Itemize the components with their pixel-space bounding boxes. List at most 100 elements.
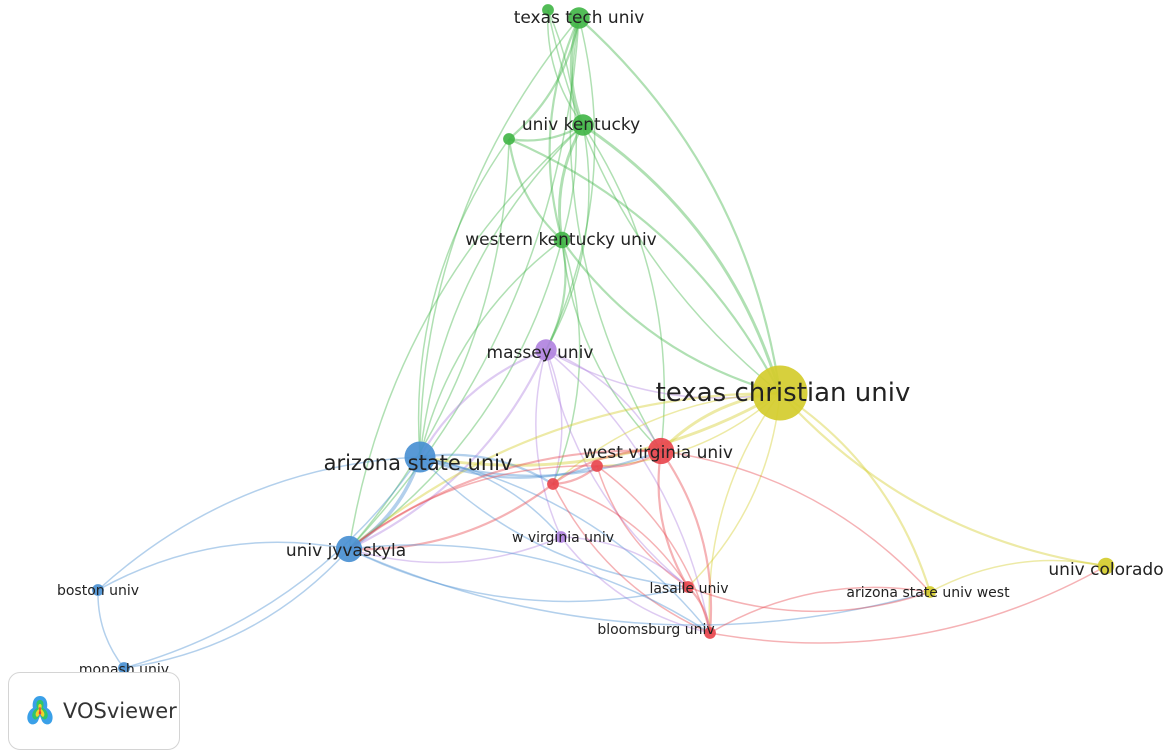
link-massey-red_a — [545, 349, 563, 485]
link-asu-wvu — [419, 449, 662, 477]
nodes-layer — [92, 4, 1115, 674]
link-green_small-tcu — [508, 137, 781, 394]
link-western_ky-asu — [419, 239, 563, 458]
node-jyvaskyla[interactable] — [335, 535, 363, 563]
label-w_virginia: w virginia univ — [512, 530, 614, 546]
link-kentucky-western_ky — [558, 124, 585, 241]
link-texas_tech-massey — [545, 17, 596, 351]
link-red_a-bloomsburg — [552, 483, 711, 634]
node-boston[interactable] — [92, 584, 104, 596]
label-jyvaskyla: univ jyvaskyla — [286, 541, 406, 561]
node-kentucky[interactable] — [572, 114, 594, 136]
link-massey-tcu — [545, 349, 781, 399]
node-massey[interactable] — [535, 339, 557, 361]
link-kentucky-jyvaskyla — [348, 124, 584, 550]
link-texas_tech-tcu — [578, 17, 782, 394]
node-red_a[interactable] — [547, 478, 559, 490]
link-red_a-lasalle — [552, 483, 689, 588]
link-jyvaskyla-monash — [123, 548, 350, 669]
vosviewer-label: VOSviewer — [63, 699, 177, 723]
link-bloomsburg-colorado — [709, 565, 1107, 644]
node-texas_tech[interactable] — [568, 7, 590, 29]
link-bloomsburg-asu_west — [709, 586, 931, 634]
link-texas_tech-green_small — [508, 17, 581, 140]
link-jyvaskyla-lasalle — [348, 548, 689, 603]
link-asu-w_virginia — [419, 456, 562, 538]
node-bloomsburg[interactable] — [704, 627, 716, 639]
link-texas_tech-jyvaskyla — [348, 17, 580, 550]
link-green_top2-kentucky — [547, 9, 584, 126]
link-massey-w_virginia — [535, 349, 562, 538]
node-monash[interactable] — [118, 662, 130, 674]
node-asu_west[interactable] — [924, 586, 936, 598]
node-colorado[interactable] — [1097, 557, 1115, 575]
link-kentucky-massey — [545, 124, 590, 351]
link-massey-jyvaskyla — [348, 349, 547, 550]
node-green_small[interactable] — [503, 133, 515, 145]
link-wvu-lasalle — [657, 450, 689, 588]
link-asu-boston — [97, 456, 421, 591]
label-bloomsburg: bloomsburg univ — [597, 622, 714, 638]
link-jyvaskyla-boston — [97, 541, 350, 591]
link-w_virginia-lasalle — [560, 536, 689, 588]
node-w_virginia[interactable] — [555, 531, 567, 543]
label-western_ky: western kentucky univ — [465, 230, 657, 250]
vosviewer-brand: VOSviewer — [8, 672, 180, 750]
link-boston-monash — [97, 589, 125, 669]
link-asu-lasalle — [419, 456, 689, 588]
label-wvu: west virginia univ — [583, 443, 733, 463]
link-massey-wvu — [545, 349, 662, 452]
link-asu-red_b — [419, 455, 598, 479]
link-tcu-jyvaskyla — [348, 391, 781, 550]
node-tcu[interactable] — [752, 365, 808, 421]
link-red_b-jyvaskyla — [348, 465, 598, 550]
label-tcu: texas christian univ — [656, 378, 911, 408]
link-w_virginia-jyvaskyla — [348, 536, 562, 564]
link-asu-monash — [123, 456, 421, 669]
link-green_small-western_ky — [507, 138, 563, 241]
labels-layer: texas tech univ univ kentucky western kent… — [57, 8, 1164, 678]
link-green_small-jyvaskyla — [348, 138, 510, 550]
link-w_virginia-bloomsburg — [560, 536, 711, 634]
node-lasalle[interactable] — [682, 581, 694, 593]
node-red_b[interactable] — [591, 460, 603, 472]
node-wvu[interactable] — [647, 437, 675, 465]
link-tcu-colorado — [779, 392, 1107, 568]
link-tcu-red_a — [552, 392, 781, 485]
link-tcu-asu_west — [779, 392, 932, 593]
link-western_ky-wvu — [561, 239, 662, 452]
link-kentucky-tcu — [582, 123, 782, 394]
label-asu: arizona state univ — [324, 451, 513, 475]
link-massey-bloomsburg — [545, 349, 711, 634]
link-western_ky-red_a — [552, 239, 581, 485]
link-tcu-bloomsburg — [708, 392, 781, 634]
label-massey: massey univ — [487, 343, 594, 363]
link-western_ky-jyvaskyla — [348, 239, 563, 550]
label-boston: boston univ — [57, 583, 139, 599]
label-lasalle: lasalle univ — [649, 581, 728, 597]
label-texas_tech: texas tech univ — [514, 8, 645, 28]
label-asu_west: arizona state univ west — [846, 585, 1010, 601]
node-asu[interactable] — [404, 441, 436, 473]
label-colorado: univ colorado — [1048, 560, 1163, 580]
link-tcu-asu — [419, 391, 781, 467]
link-wvu-bloomsburg — [660, 450, 713, 634]
link-jyvaskyla-bloomsburg — [348, 544, 711, 634]
label-kentucky: univ kentucky — [522, 115, 640, 135]
link-red_b-bloomsburg — [596, 465, 711, 634]
link-tcu-lasalle — [687, 392, 781, 588]
link-asu-bloomsburg — [419, 456, 711, 634]
link-texas_tech-western_ky — [548, 17, 581, 241]
link-kentucky-wvu — [582, 124, 666, 452]
link-western_ky-tcu — [561, 239, 781, 395]
node-western_ky[interactable] — [553, 231, 571, 249]
link-massey-lasalle — [545, 349, 689, 588]
node-green_top2[interactable] — [542, 4, 554, 16]
link-red_b-lasalle — [596, 465, 689, 588]
link-red_a-jyvaskyla — [348, 483, 554, 551]
link-texas_tech-wvu — [569, 17, 662, 452]
link-asu_west-colorado — [929, 559, 1107, 593]
link-lasalle-asu_west — [687, 586, 931, 613]
vosviewer-logo-icon — [27, 696, 53, 725]
